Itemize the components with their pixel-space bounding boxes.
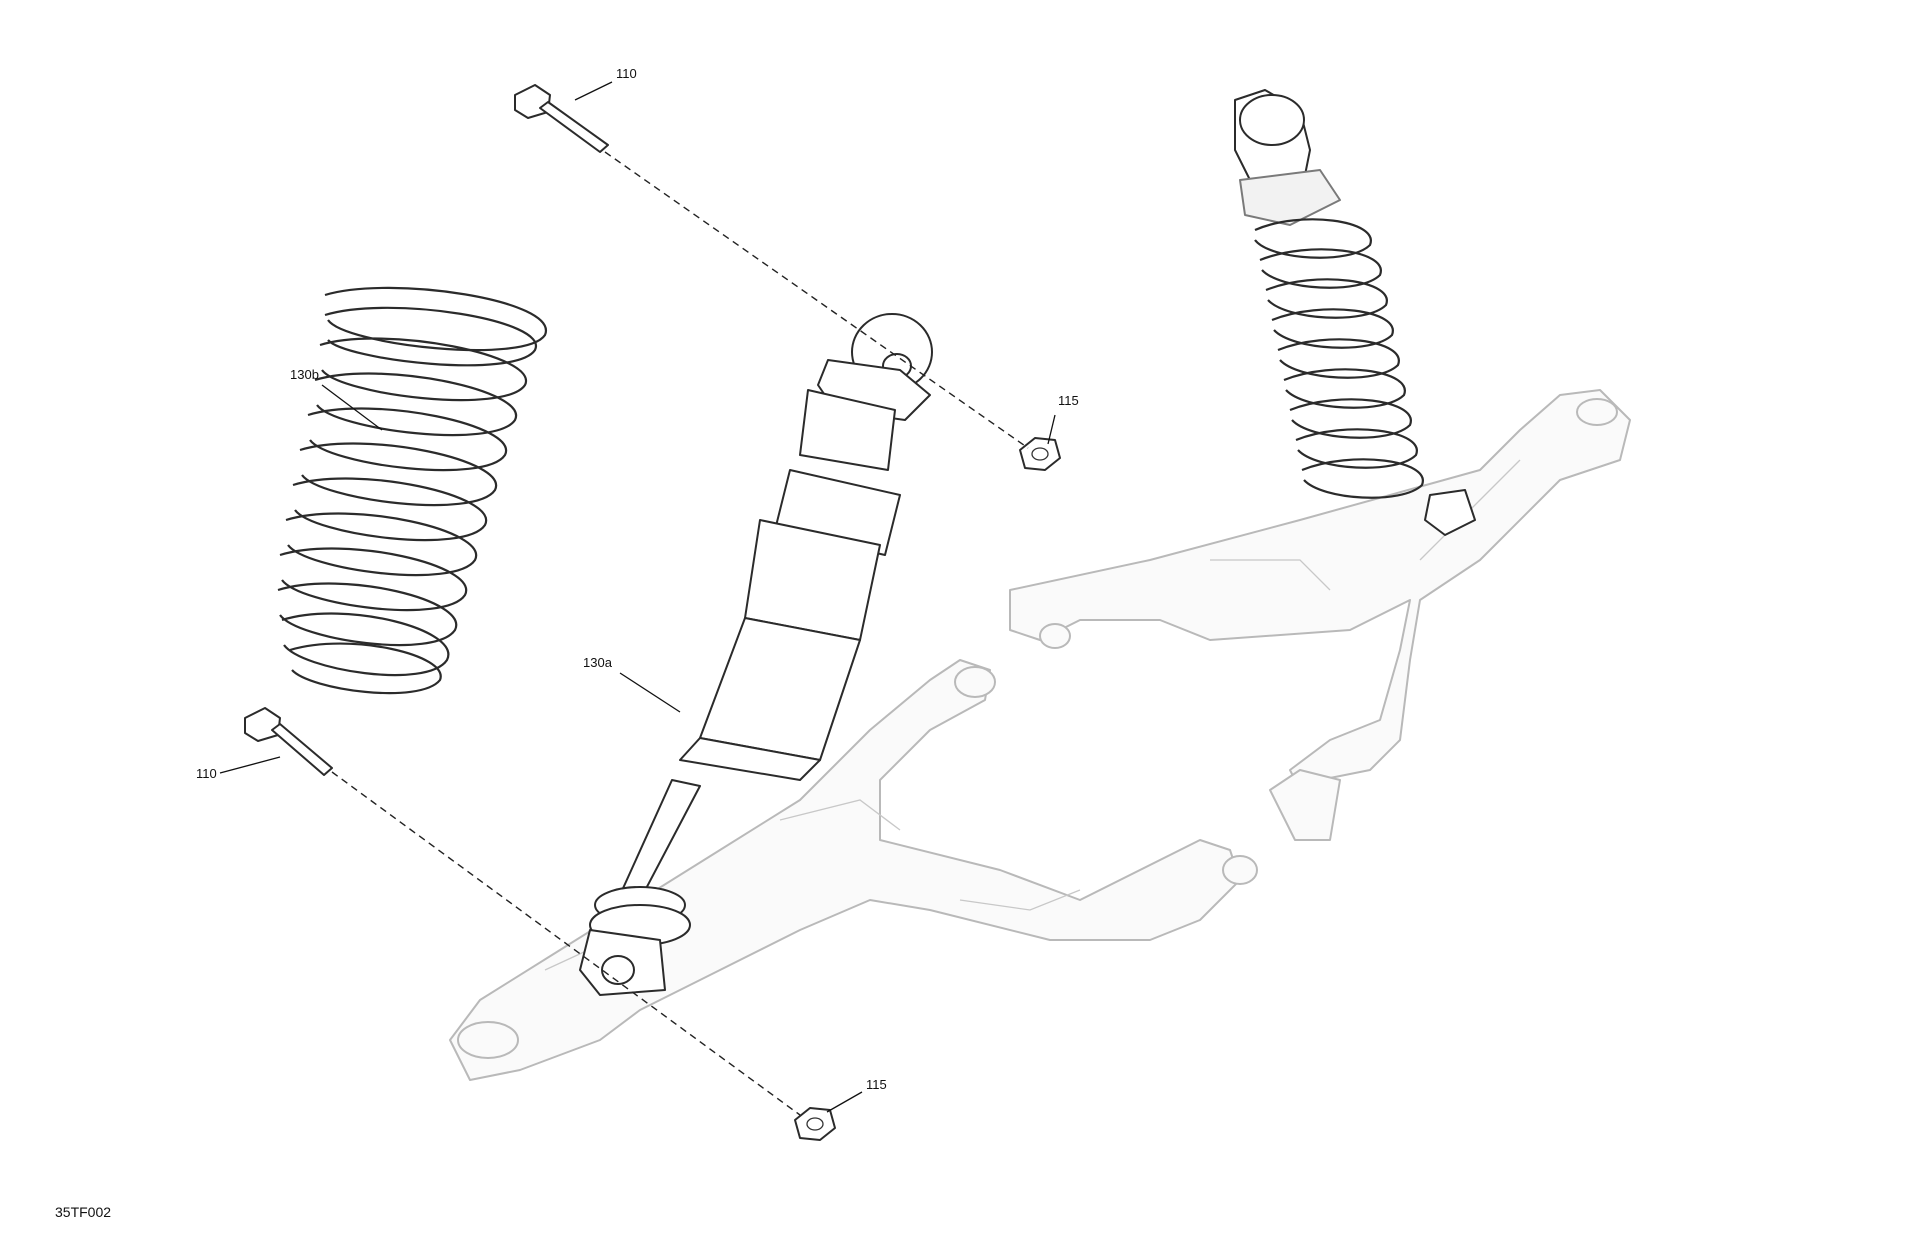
callout-110-bottom: 110 xyxy=(196,766,217,781)
front-a-arm xyxy=(449,659,1258,1081)
nut-115-bottom xyxy=(794,1107,836,1141)
assembly-line-bottom xyxy=(331,771,801,1116)
callout-130a: 130a xyxy=(583,655,613,670)
shock-absorber-130a xyxy=(579,313,933,996)
rear-spring-coils xyxy=(1254,218,1424,499)
callout-115-bottom: 115 xyxy=(866,1077,887,1092)
leader-115-top xyxy=(1047,414,1056,445)
figure-code: 35TF002 xyxy=(55,1204,111,1220)
leader-130b xyxy=(321,384,383,431)
callout-110-top: 110 xyxy=(616,66,637,81)
leader-130a xyxy=(619,672,681,713)
callout-115-top: 115 xyxy=(1058,393,1079,408)
coil-spring-130b xyxy=(277,286,547,695)
rear-a-arm xyxy=(1009,389,1631,841)
bolt-110-top xyxy=(514,84,609,153)
callout-130b: 130b xyxy=(290,367,319,382)
nut-115-top xyxy=(1019,437,1061,471)
assembly-line-top xyxy=(604,151,1029,449)
leader-110-top xyxy=(574,81,613,101)
bolt-110-bottom xyxy=(244,707,333,776)
rear-shock-assembly xyxy=(1234,89,1476,536)
leader-110-bottom xyxy=(219,756,281,774)
leader-115-bottom xyxy=(826,1091,863,1113)
